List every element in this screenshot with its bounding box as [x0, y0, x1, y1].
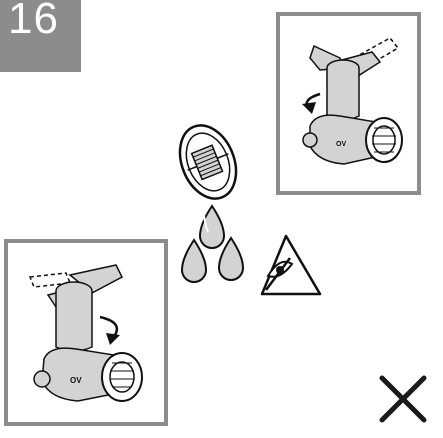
eye-warning-icon	[256, 228, 324, 300]
water-drop-icon	[200, 206, 224, 248]
step-number: 16	[8, 0, 59, 44]
valve-label: OV	[336, 141, 346, 148]
step-badge: 16	[0, 0, 81, 72]
cross-icon	[372, 370, 434, 428]
water-drop-icon	[219, 238, 243, 280]
valve-bottom-drawing: OV	[8, 243, 164, 422]
valve-cap-icon	[170, 117, 247, 207]
eye-warning-drawing	[256, 228, 324, 300]
side-plug	[303, 133, 317, 147]
valve-panel-top: OV	[276, 12, 421, 195]
cross-drawing	[372, 370, 434, 428]
valve-label: OV	[70, 376, 82, 385]
valve-stem	[327, 68, 359, 120]
valve-panel-bottom: OV	[4, 239, 168, 426]
arrow-head-icon	[106, 333, 120, 345]
water-drop-icon	[182, 240, 206, 282]
valve-stem	[56, 291, 92, 351]
valve-top-drawing: OV	[280, 16, 417, 191]
arrow-head-icon	[302, 102, 316, 114]
side-plug	[34, 371, 50, 387]
